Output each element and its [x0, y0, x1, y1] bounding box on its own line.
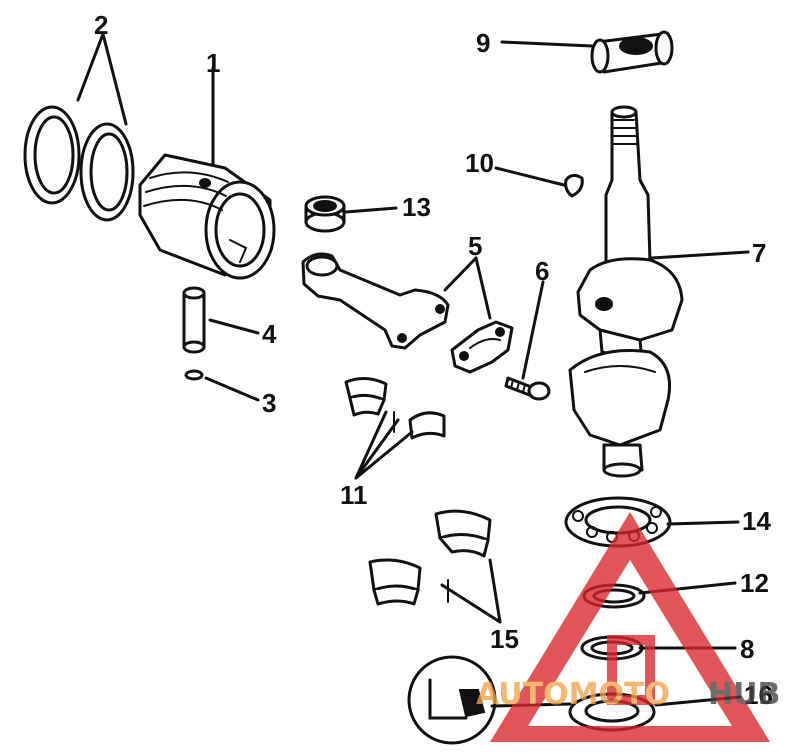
callout-3: 3: [262, 388, 276, 418]
callout-6: 6: [535, 256, 549, 286]
ball-bearing: [564, 496, 672, 548]
watermark-triangle-icon: [490, 512, 770, 742]
watermark-text-left: AUTOMOTO: [476, 677, 670, 712]
roller-bearing-top: [590, 30, 674, 74]
callout-10: 10: [465, 148, 494, 178]
watermark-logo: AUTOMOTO HUB: [476, 512, 780, 742]
crankshaft: [568, 105, 684, 478]
callout-13: 13: [402, 192, 431, 222]
callout-15: 15: [490, 624, 519, 654]
bearing-cage-lower: [368, 509, 492, 606]
connecting-rod-cap: [450, 320, 514, 374]
watermark-text-right: HUB: [708, 677, 780, 712]
piston-pin: [182, 286, 206, 354]
callout-14: 14: [742, 506, 771, 536]
bearing-cage-upper: [344, 377, 446, 440]
callout-1: 1: [206, 48, 220, 78]
callout-5: 5: [468, 231, 482, 261]
piston: [138, 153, 276, 280]
needle-bearing-small-end: [304, 195, 346, 233]
connecting-rod: [301, 252, 450, 350]
callout-11: 11: [340, 480, 368, 510]
callout-8: 8: [740, 634, 754, 664]
pin-retainer-clip: [184, 369, 204, 381]
seal-detail-inset: [407, 655, 497, 745]
callout-9: 9: [476, 28, 490, 58]
callout-16: 16: [744, 680, 773, 710]
callout-12: 12: [740, 568, 769, 598]
piston-ring-left: [23, 105, 81, 205]
rod-cap-screw: [504, 376, 551, 401]
piston-ring-right: [79, 122, 135, 222]
callout-labels: 1 2 3 4 5 6 7 8 9 10 11 12 13 14 15 16: [94, 10, 773, 710]
callout-4: 4: [262, 319, 277, 349]
callout-2: 2: [94, 10, 108, 40]
woodruff-key: [564, 173, 584, 198]
callout-7: 7: [752, 238, 766, 268]
